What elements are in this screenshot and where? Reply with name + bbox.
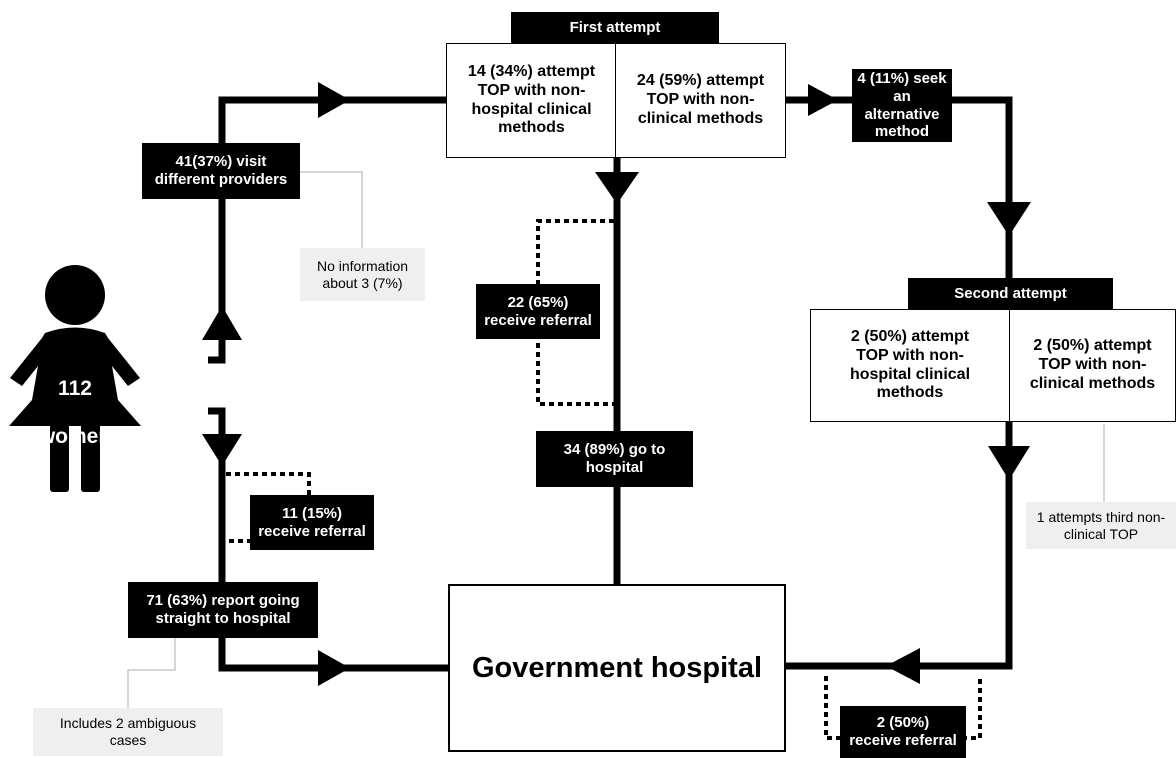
second-attempt-clinical-box: 2 (50%) attempt TOP with non- hospital c… — [810, 309, 1010, 422]
arrow-down-right-lower — [988, 446, 1030, 480]
ambiguous-note: Includes 2 ambiguous cases — [33, 708, 223, 756]
arrow-down-left — [202, 434, 242, 466]
government-hospital-box: Government hospital — [448, 584, 786, 752]
leader-ambiguous — [127, 638, 176, 708]
referral-22-label: 22 (65%) receive referral — [476, 284, 600, 339]
arrow-up-left — [202, 306, 242, 340]
second-attempt-nonclinical-box: 2 (50%) attempt TOP with non- clinical m… — [1009, 309, 1176, 422]
first-attempt-nonclinical-box: 24 (59%) attempt TOP with non- clinical … — [615, 43, 786, 158]
arrow-down-right-upper — [987, 202, 1031, 236]
second-attempt-header: Second attempt — [908, 278, 1113, 310]
seek-alternative-label: 4 (11%) seek an alternative method — [852, 69, 952, 142]
first-attempt-header: First attempt — [511, 12, 719, 44]
arrow-right-bottom — [318, 650, 350, 686]
arrow-right-alternative — [808, 84, 838, 116]
referral-11-label: 11 (15%) receive referral — [250, 495, 374, 550]
go-hospital-label: 34 (89%) go to hospital — [536, 431, 693, 487]
arrow-left-bottom — [886, 648, 920, 684]
government-hospital-label: Government hospital — [471, 651, 763, 684]
no-information-note: No information about 3 (7%) — [300, 248, 425, 301]
flow-second-to-hospital — [786, 422, 1013, 670]
straight-hospital-label: 71 (63%) report going straight to hospit… — [128, 582, 318, 638]
flow-alternative-to-second — [952, 96, 1013, 283]
woman-icon — [9, 265, 141, 492]
arrow-down-center — [595, 172, 639, 204]
women-count-unit: women — [38, 425, 112, 449]
bracket-referral-22 — [536, 219, 614, 406]
woman-count: 112 women — [30, 353, 120, 450]
third-attempt-note: 1 attempts third non- clinical TOP — [1026, 502, 1176, 549]
annotation-leaders — [127, 171, 1105, 708]
referral-2-label: 2 (50%) receive referral — [840, 706, 966, 758]
arrowheads — [202, 82, 1031, 686]
leader-no-information — [300, 171, 363, 248]
visit-providers-label: 41(37%) visit different providers — [142, 143, 300, 199]
flow-women-to-first-attempt — [208, 96, 446, 364]
arrow-right-top — [318, 82, 350, 118]
women-count-number: 112 — [58, 377, 92, 401]
first-attempt-clinical-box: 14 (34%) attempt TOP with non- hospital … — [446, 43, 617, 158]
